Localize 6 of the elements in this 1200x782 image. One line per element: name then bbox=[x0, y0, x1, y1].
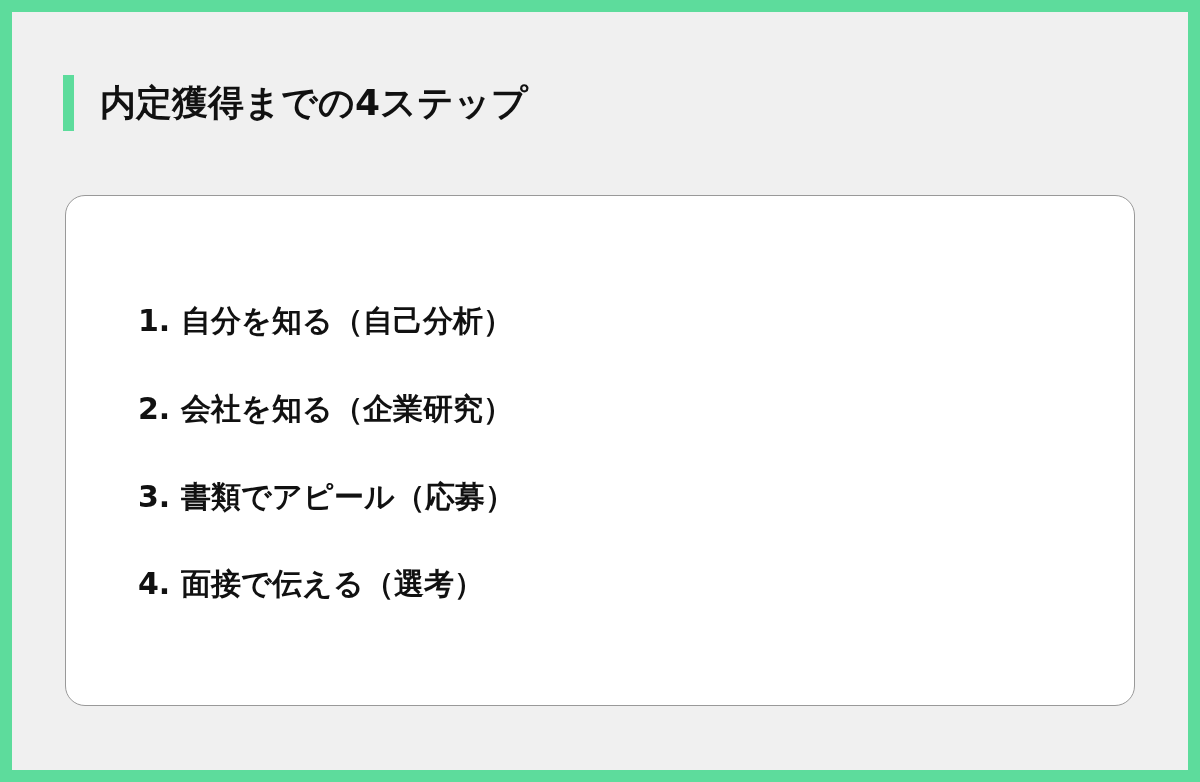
step-item: 1. 自分を知る（自己分析） bbox=[138, 302, 513, 340]
step-item: 4. 面接で伝える（選考） bbox=[138, 565, 484, 603]
title: 内定獲得までの4ステップ bbox=[100, 81, 529, 125]
step-item: 3. 書類でアピール（応募） bbox=[138, 478, 515, 516]
step-list-card bbox=[65, 195, 1135, 706]
step-item: 2. 会社を知る（企業研究） bbox=[138, 390, 513, 428]
